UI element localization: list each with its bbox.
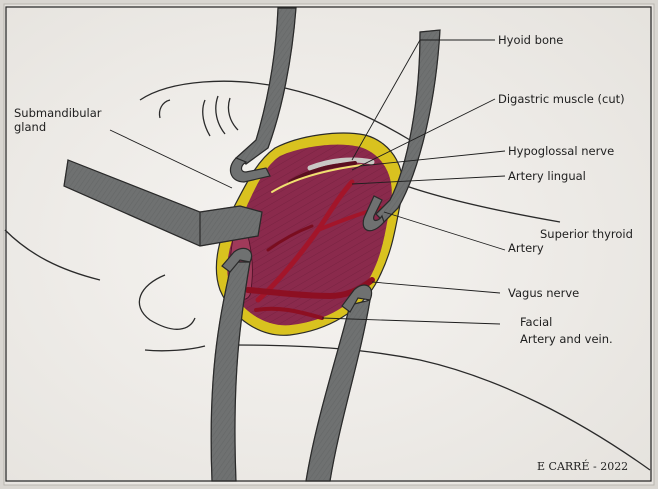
label-vagus-nerve: Vagus nerve [508, 286, 579, 300]
lower-contour [234, 344, 651, 471]
left-edge-contour [4, 229, 101, 281]
retractor-right-lower-claw [341, 284, 373, 313]
label-hypoglossal-nerve: Hypoglossal nerve [508, 144, 614, 158]
label-submandibular-1: Submandibular [14, 106, 102, 120]
leader-lines [109, 39, 506, 325]
label-digastric-muscle: Digastric muscle (cut) [498, 92, 625, 106]
artist-signature: E CARRÉ - 2022 [537, 459, 628, 473]
leader-vagus [371, 281, 501, 294]
label-artery: Artery [508, 241, 544, 255]
hyoid-bone-shape [307, 157, 375, 171]
leader-facial [321, 317, 501, 325]
leader-hyoid-2 [351, 39, 421, 161]
label-hyoid-bone: Hyoid bone [498, 33, 563, 47]
hypoglossal-nerve [271, 164, 363, 193]
leader-hypoglossal [359, 150, 506, 167]
neck-contour [389, 179, 561, 223]
leader-digastric [351, 98, 496, 171]
muscle-texture [227, 144, 392, 326]
retractor-right-upper-claw [362, 195, 385, 232]
patient-outline [4, 80, 651, 471]
label-facial-artery-vein: Artery and vein. [520, 332, 613, 346]
retractor-left-lower-claw [221, 247, 253, 273]
chin-contour [158, 99, 171, 119]
facial-vein [254, 306, 324, 320]
leader-superior-thyroid [383, 211, 506, 251]
ear-folds [202, 95, 239, 137]
retractors [63, 7, 441, 482]
clavicle-contour [144, 345, 206, 352]
leader-artery-lingual [351, 175, 506, 185]
label-artery-lingual: Artery lingual [508, 169, 586, 183]
leader-submandibular [109, 129, 233, 189]
label-facial: Facial [520, 315, 552, 329]
retractor-left-upper-claw [229, 157, 271, 183]
label-submandibular-2: gland [14, 120, 46, 134]
label-superior-thyroid: Superior thyroid [540, 227, 633, 241]
shoulder-contour [138, 274, 196, 330]
branch-vessel [266, 224, 314, 252]
digastric-tendon [288, 161, 357, 184]
